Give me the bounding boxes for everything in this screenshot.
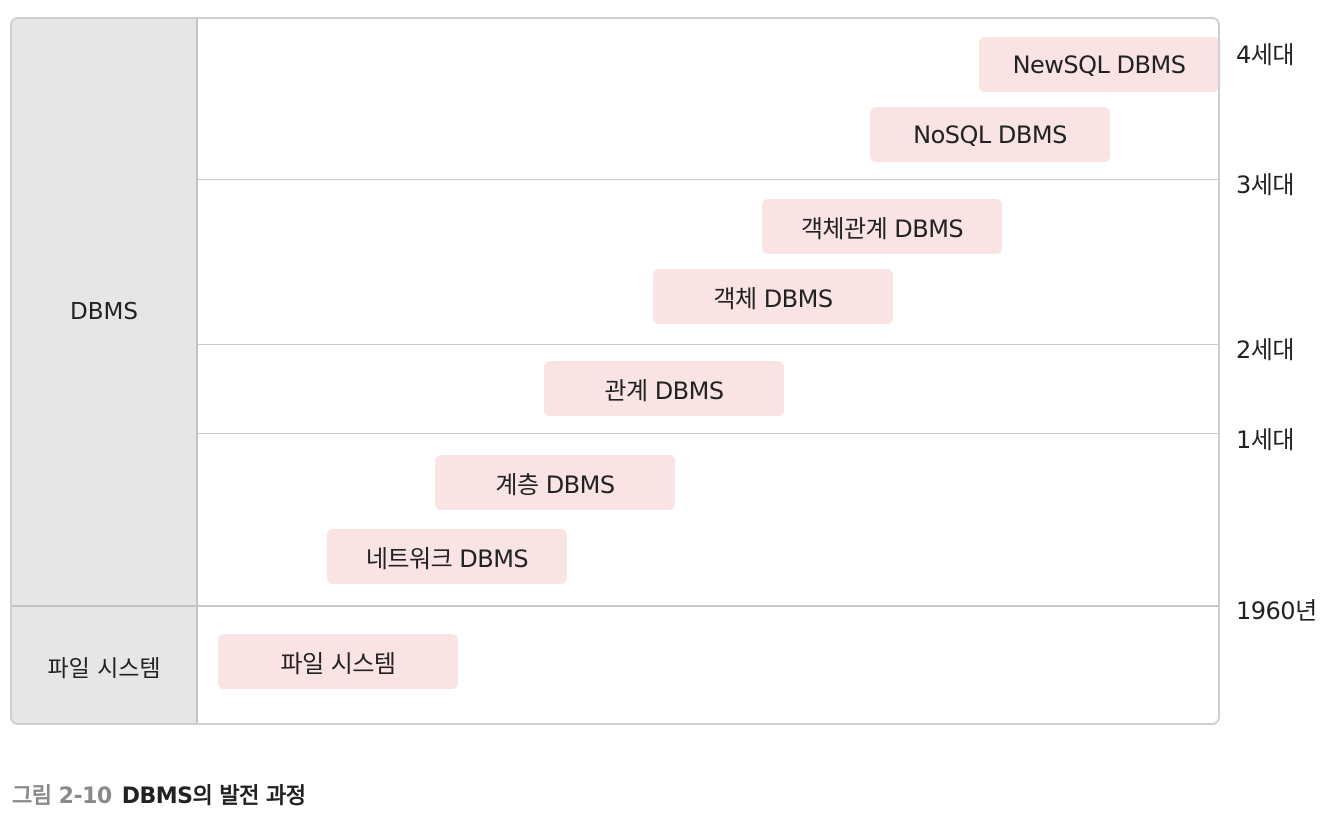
bar-relational-dbms: 관계 DBMS [544, 361, 784, 416]
side-divider [196, 19, 198, 723]
bar-file-system: 파일 시스템 [218, 634, 458, 689]
bar-file-system-label: 파일 시스템 [280, 650, 396, 678]
generation-label-4: 4세대 [1236, 41, 1294, 69]
generation-line-3 [198, 179, 1218, 180]
generation-label-1960: 1960년 [1236, 597, 1317, 625]
generation-line-1960 [198, 605, 1218, 606]
generation-line-1 [198, 433, 1218, 434]
bar-network-dbms: 네트워크 DBMS [327, 529, 567, 584]
bar-object-relational-dbms-label: 객체관계 DBMS [800, 215, 964, 243]
bar-hierarchical-dbms: 계층 DBMS [435, 455, 675, 510]
figure-caption: 그림 2-10 DBMS의 발전 과정 [12, 778, 306, 810]
diagram-frame: DBMS 파일 시스템 NewSQL DBMS NoSQL DBMS 객체관계 … [10, 17, 1220, 725]
category-file-system: 파일 시스템 [12, 607, 196, 723]
generation-line-2 [198, 344, 1218, 345]
bar-newsql-dbms: NewSQL DBMS [979, 37, 1218, 92]
generation-label-2: 2세대 [1236, 336, 1294, 364]
generation-label-3: 3세대 [1236, 171, 1294, 199]
figure-number: 그림 2-10 [12, 784, 112, 809]
bar-nosql-dbms: NoSQL DBMS [870, 107, 1110, 162]
bar-newsql-dbms-label: NewSQL DBMS [1012, 50, 1186, 79]
bar-network-dbms-label: 네트워크 DBMS [365, 545, 529, 573]
generation-label-1: 1세대 [1236, 426, 1294, 454]
bar-relational-dbms-label: 관계 DBMS [604, 377, 724, 405]
category-dbms: DBMS [12, 19, 196, 605]
category-separator [12, 605, 1218, 607]
bar-object-dbms: 객체 DBMS [653, 269, 893, 324]
category-file-system-label: 파일 시스템 [47, 656, 161, 682]
bar-object-relational-dbms: 객체관계 DBMS [762, 199, 1002, 254]
bar-nosql-dbms-label: NoSQL DBMS [913, 120, 1067, 149]
figure-title: DBMS의 발전 과정 [121, 784, 306, 809]
bar-object-dbms-label: 객체 DBMS [713, 285, 833, 313]
bar-hierarchical-dbms-label: 계층 DBMS [495, 471, 615, 499]
category-dbms-label: DBMS [70, 299, 138, 325]
